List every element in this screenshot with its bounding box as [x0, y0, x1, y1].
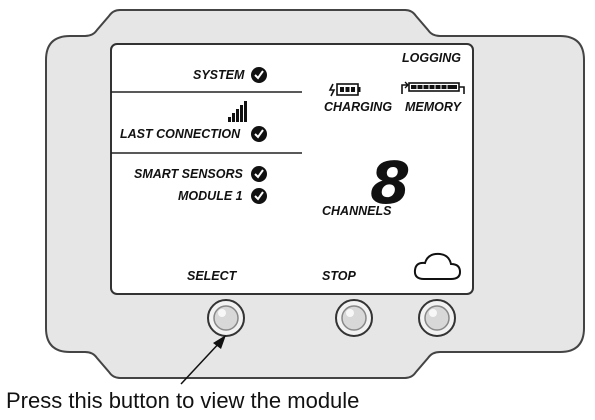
smart-sensors-label: SMART SENSORS [134, 167, 243, 181]
last-connection-check-icon [251, 126, 267, 142]
select-button-label: SELECT [187, 269, 237, 283]
annotation-arrow [180, 335, 226, 385]
cloud-icon [413, 252, 462, 280]
stop-button[interactable] [335, 299, 373, 337]
annotation-caption: Press this button to view the module [6, 388, 360, 413]
select-button[interactable] [207, 299, 245, 337]
cloud-button[interactable] [418, 299, 456, 337]
last-connection-label: LAST CONNECTION [120, 127, 241, 141]
module-check-icon [251, 188, 267, 204]
battery-charging-icon [328, 83, 361, 97]
charging-label: CHARGING [324, 100, 393, 114]
logging-label: LOGGING [402, 51, 462, 65]
system-check-icon [251, 67, 267, 83]
memory-label: MEMORY [405, 100, 462, 114]
channels-count: 8 [370, 149, 411, 217]
stop-button-label: STOP [322, 269, 356, 283]
system-label: SYSTEM [193, 68, 245, 82]
smart-sensors-check-icon [251, 166, 267, 182]
lcd-screen [110, 43, 474, 295]
signal-bars-icon [228, 101, 247, 122]
module-label: MODULE 1 [178, 189, 243, 203]
memory-bar-icon [401, 81, 465, 94]
channels-label: CHANNELS [322, 204, 392, 218]
